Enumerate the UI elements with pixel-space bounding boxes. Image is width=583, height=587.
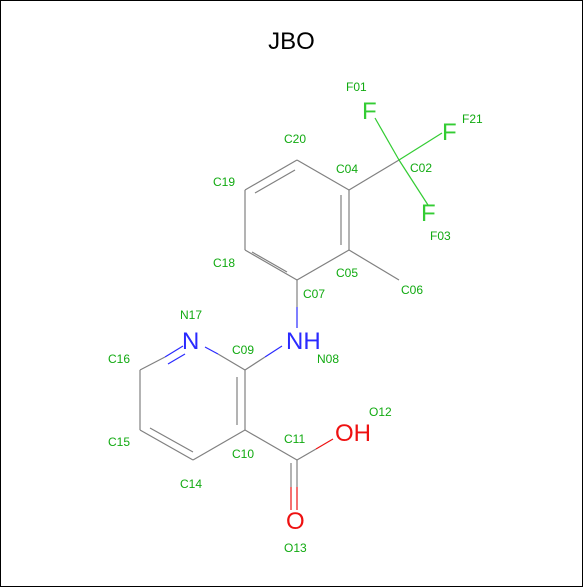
label-f01: F01 [346, 80, 367, 94]
bond-n08-c09-grey [244, 356, 266, 371]
label-c19: C19 [213, 175, 235, 189]
bond-group [139, 117, 443, 510]
bond-c07-c18-inner [251, 251, 288, 273]
label-n17: N17 [180, 308, 202, 322]
bond-c05-c06 [348, 249, 400, 281]
bond-c15-c14-inner [149, 427, 194, 453]
bond-n17-c16-grey [139, 356, 166, 371]
bond-c19-c20-inner [254, 169, 296, 194]
bond-c02-f01 [374, 117, 400, 161]
bond-n17-c16-inner-blue [167, 353, 186, 365]
bond-c07-c18 [244, 249, 298, 281]
bond-n17-c16-blue [164, 345, 184, 358]
label-c20: C20 [284, 132, 306, 146]
bond-c11-o12-grey [296, 448, 317, 461]
bond-c10-c11 [244, 429, 298, 461]
label-c07: C07 [303, 287, 325, 301]
label-c16: C16 [108, 352, 130, 366]
atom-n08: NH [286, 328, 321, 355]
label-c14: C14 [180, 477, 202, 491]
label-f03: F03 [430, 229, 451, 243]
atom-o12: OH [335, 420, 371, 447]
label-c15: C15 [108, 435, 130, 449]
label-f21: F21 [462, 112, 483, 126]
bond-n08-c09-blue [264, 345, 283, 358]
label-n08: N08 [317, 352, 339, 366]
bond-c14-c10 [192, 429, 246, 461]
bond-c09-n17-grey [217, 353, 246, 371]
label-c18: C18 [213, 256, 235, 270]
bond-c05-c07 [296, 249, 350, 281]
label-c02: C02 [410, 161, 432, 175]
bond-c02-f21 [398, 132, 443, 161]
label-c04: C04 [336, 162, 358, 176]
label-o12: O12 [369, 405, 392, 419]
bond-c20-c04 [296, 159, 350, 191]
atom-o13: O [286, 508, 305, 535]
bond-c09-n17-blue [204, 346, 219, 355]
label-c11: C11 [284, 432, 305, 446]
label-c09: C09 [232, 343, 254, 357]
bond-c19-c20 [244, 159, 298, 191]
molecule-title: JBO [268, 28, 315, 55]
bond-c15-c14 [139, 429, 194, 461]
atom-f03: F [421, 200, 436, 227]
atom-n17: N [182, 328, 199, 355]
label-c05: C05 [336, 266, 358, 280]
label-c06: C06 [401, 283, 423, 297]
bond-c04-c02 [348, 159, 400, 191]
label-c10: C10 [232, 447, 254, 461]
atom-f21: F [442, 119, 457, 146]
bond-c11-o12-red [315, 438, 334, 450]
atom-f01: F [362, 98, 377, 125]
bond-c02-f03 [398, 159, 429, 206]
label-o13: O13 [284, 541, 307, 555]
